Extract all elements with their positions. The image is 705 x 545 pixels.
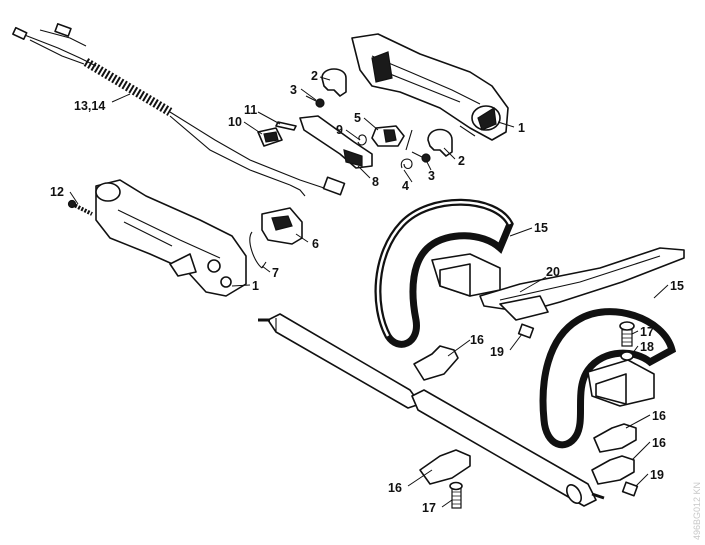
label-7: 7 bbox=[272, 266, 279, 280]
label-11: 11 bbox=[244, 103, 257, 117]
label-1-top: 1 bbox=[518, 121, 525, 135]
washer-18 bbox=[620, 351, 634, 361]
handle-housing-upper bbox=[351, 33, 509, 141]
label-1-bottom: 1 bbox=[252, 279, 259, 293]
label-3-top: 3 bbox=[290, 83, 297, 97]
screw-right bbox=[411, 151, 431, 163]
screw-upper bbox=[305, 95, 325, 108]
label-5: 5 bbox=[354, 111, 361, 125]
rear-handle-grip bbox=[95, 179, 247, 297]
spring-9 bbox=[357, 134, 367, 146]
label-19-right: 19 bbox=[650, 468, 664, 482]
screw-12 bbox=[67, 199, 93, 216]
label-16-c: 16 bbox=[652, 436, 666, 450]
label-16-b: 16 bbox=[652, 409, 666, 423]
screw-17-right bbox=[619, 321, 635, 347]
label-19-left: 19 bbox=[490, 345, 504, 359]
clamp-16-d bbox=[419, 449, 471, 485]
label-16-d: 16 bbox=[388, 481, 402, 495]
drive-tube bbox=[258, 313, 605, 507]
label-2-right: 2 bbox=[458, 154, 465, 168]
barrier-bar bbox=[479, 247, 685, 321]
label-17-right: 17 bbox=[640, 325, 654, 339]
label-17-bottom: 17 bbox=[422, 501, 436, 515]
clamp-16-b bbox=[593, 423, 637, 453]
label-18: 18 bbox=[640, 340, 654, 354]
screw-17-bottom bbox=[449, 481, 463, 509]
callout-labels: 1 2 3 2 3 4 5 9 8 10 11 13,14 12 6 7 1 1… bbox=[50, 69, 684, 515]
label-20: 20 bbox=[546, 265, 560, 279]
lock-pin bbox=[275, 121, 297, 131]
label-8: 8 bbox=[372, 175, 379, 189]
clamp-16-c bbox=[591, 455, 635, 485]
label-13-14: 13,14 bbox=[74, 99, 105, 113]
label-15-top: 15 bbox=[534, 221, 548, 235]
spring-7 bbox=[249, 231, 267, 269]
label-9: 9 bbox=[336, 123, 343, 137]
label-4: 4 bbox=[402, 179, 409, 193]
spring-4 bbox=[400, 129, 413, 170]
clamp-upper bbox=[321, 68, 347, 97]
wiring-harness bbox=[12, 23, 346, 197]
label-10: 10 bbox=[228, 115, 242, 129]
label-15-right: 15 bbox=[670, 279, 684, 293]
label-3-right: 3 bbox=[428, 169, 435, 183]
label-12: 12 bbox=[50, 185, 64, 199]
nut-19-right bbox=[621, 481, 639, 497]
label-2-top: 2 bbox=[311, 69, 318, 83]
drawing-watermark: 496BG012 KN bbox=[692, 482, 702, 540]
loop-handle-large bbox=[374, 198, 514, 348]
clamp-16-a bbox=[413, 345, 459, 381]
loop-handle-small bbox=[539, 308, 677, 449]
label-16-a: 16 bbox=[470, 333, 484, 347]
leader-lines bbox=[69, 76, 669, 508]
label-6: 6 bbox=[312, 237, 319, 251]
